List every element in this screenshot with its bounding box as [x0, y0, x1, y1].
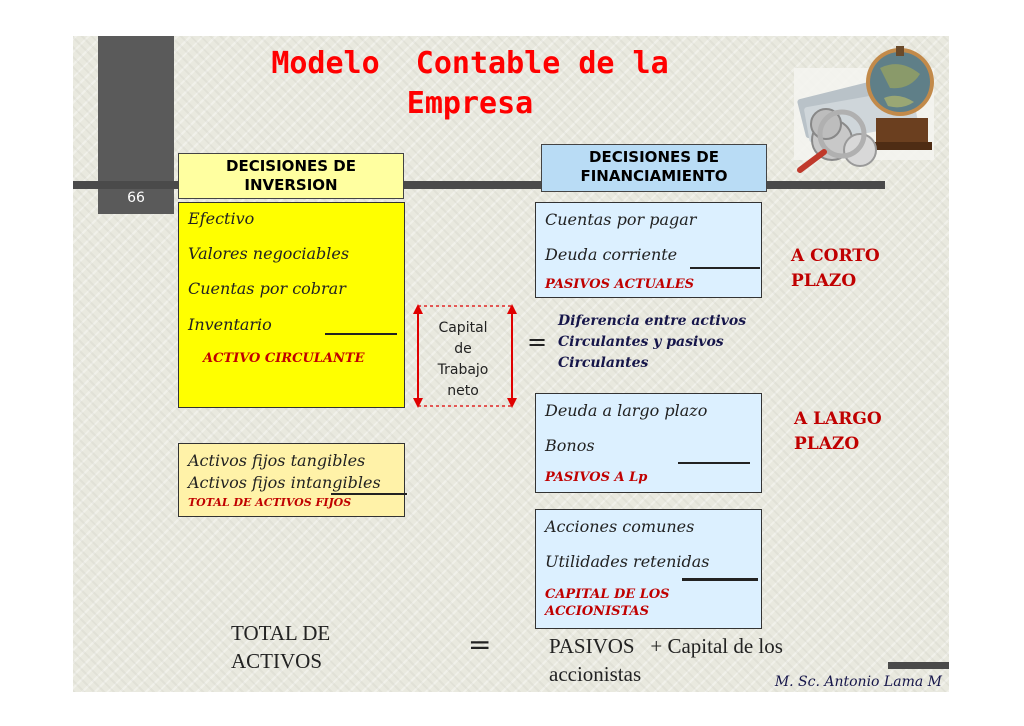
slide-number: 66 — [118, 190, 154, 206]
list-item: Efectivo — [188, 209, 254, 228]
equals-sign: = — [527, 328, 547, 356]
current-assets-total: ACTIVO CIRCULANTE — [203, 351, 365, 366]
financing-decisions-header: DECISIONES DE FINANCIAMIENTO — [541, 144, 767, 192]
title-line-2: Empresa — [210, 84, 730, 124]
equity-total-line: ACCIONISTAS — [545, 603, 670, 620]
page-title: Modelo Contable de la Empresa — [210, 44, 730, 124]
list-item: Activos fijos intangibles — [188, 473, 381, 492]
subtotal-rule — [325, 333, 397, 335]
equation-equals-sign: = — [468, 628, 491, 661]
list-item: Inventario — [188, 315, 272, 334]
short-term-side-label: A CORTO PLAZO — [791, 244, 880, 294]
title-line-1: Modelo Contable de la — [210, 44, 730, 84]
list-item: Activos fijos tangibles — [188, 451, 365, 470]
short-term-total: PASIVOS ACTUALES — [545, 277, 694, 292]
fixed-assets-box: Activos fijos tangibles Activos fijos in… — [178, 443, 405, 517]
working-capital-label: Capital de Trabajo neto — [433, 318, 493, 402]
equation-left-line: TOTAL DE — [231, 619, 381, 647]
author-credit: M. Sc. Antonio Lama M — [762, 674, 942, 690]
working-capital-word-2: de — [433, 339, 493, 360]
working-capital-definition: Diferencia entre activos Circulantes y p… — [558, 311, 768, 374]
equation-left-line: ACTIVOS — [231, 647, 381, 675]
side-label-line: A LARGO — [794, 407, 882, 432]
side-label-line: A CORTO — [791, 244, 880, 269]
subtotal-rule — [682, 578, 758, 581]
decor-bottom-rule — [888, 662, 949, 669]
list-item: Utilidades retenidas — [545, 552, 709, 571]
subtotal-rule — [331, 493, 407, 495]
equity-total-line: CAPITAL DE LOS — [545, 586, 670, 603]
subtotal-rule — [678, 462, 750, 464]
long-term-total: PASIVOS A Lp — [545, 470, 647, 485]
long-term-side-label: A LARGO PLAZO — [794, 407, 882, 457]
working-capital-word-3: Trabajo — [433, 360, 493, 381]
current-assets-box: Efectivo Valores negociables Cuentas por… — [178, 202, 405, 408]
short-term-liabilities-box: Cuentas por pagar Deuda corriente PASIVO… — [535, 202, 762, 298]
equity-total: CAPITAL DE LOS ACCIONISTAS — [545, 586, 670, 620]
equation-right-line: PASIVOS + Capital de los — [549, 632, 849, 660]
long-term-liabilities-box: Deuda a largo plazo Bonos PASIVOS A Lp — [535, 393, 762, 493]
list-item: Bonos — [545, 436, 595, 455]
list-item: Cuentas por cobrar — [188, 279, 346, 298]
globe-coins-magnifier-icon — [780, 38, 950, 180]
definition-line: Circulantes — [558, 353, 768, 374]
list-item: Deuda corriente — [545, 245, 677, 264]
definition-line: Diferencia entre activos — [558, 311, 768, 332]
subtotal-rule — [690, 267, 760, 269]
fixed-assets-total: TOTAL DE ACTIVOS FIJOS — [188, 496, 351, 509]
working-capital-word-4: neto — [433, 381, 493, 402]
investment-decisions-header: DECISIONES DE INVERSION — [178, 153, 404, 199]
total-assets-label: TOTAL DE ACTIVOS — [231, 619, 381, 675]
list-item: Acciones comunes — [545, 517, 694, 536]
side-label-line: PLAZO — [794, 432, 882, 457]
definition-line: Circulantes y pasivos — [558, 332, 768, 353]
side-label-line: PLAZO — [791, 269, 880, 294]
list-item: Cuentas por pagar — [545, 210, 696, 229]
list-item: Deuda a largo plazo — [545, 401, 707, 420]
equity-box: Acciones comunes Utilidades retenidas CA… — [535, 509, 762, 629]
working-capital-word-1: Capital — [433, 318, 493, 339]
list-item: Valores negociables — [188, 244, 349, 263]
